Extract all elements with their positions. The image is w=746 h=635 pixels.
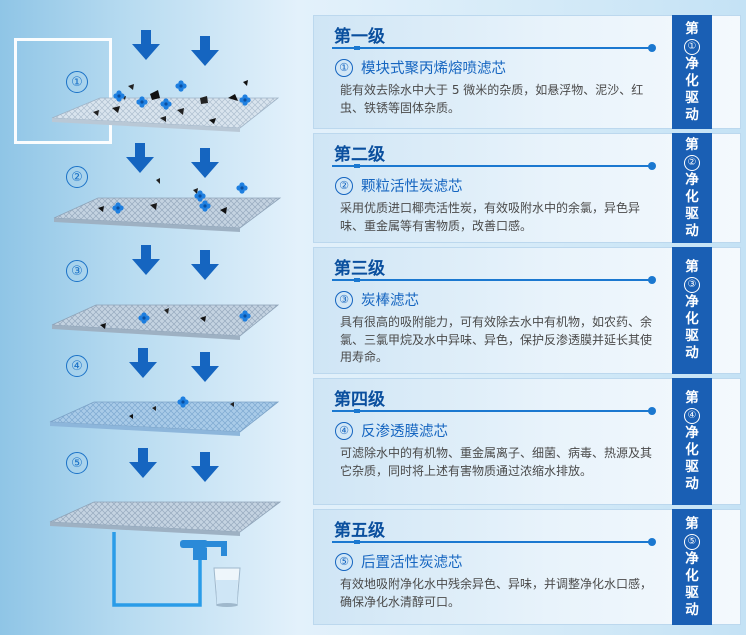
stage-subtitle: ④ 反渗透膜滤芯: [335, 420, 448, 441]
downward-arrow-icon: [132, 245, 160, 275]
step-number-4: ④: [66, 355, 88, 377]
stage-number: ⑤: [335, 552, 353, 571]
divider-line: [332, 407, 656, 415]
stage-level: 第五级: [334, 521, 385, 541]
stage-subtitle: ⑤ 后置活性炭滤芯: [335, 551, 463, 572]
stage-number: ④: [335, 421, 353, 440]
filter-layers-illustration: [49, 30, 282, 607]
divider-line: [332, 44, 656, 52]
downward-arrow-icon: [191, 352, 219, 382]
stage-badge-5: 第 ⑤ 净 化 驱 动: [672, 509, 712, 625]
water-glass-icon: [213, 567, 241, 607]
divider-line: [332, 162, 656, 170]
stage-badge-3: 第 ③ 净 化 驱 动: [672, 247, 712, 374]
stage-level: 第四级: [334, 390, 385, 410]
stage-subtitle: ① 模块式聚丙烯熔喷滤芯: [335, 57, 506, 78]
faucet-icon: [180, 540, 227, 560]
impurity-particles: [100, 308, 251, 329]
stage-title: 模块式聚丙烯熔喷滤芯: [361, 61, 506, 77]
stage-badge-2: 第 ② 净 化 驱 动: [672, 133, 712, 243]
downward-arrow-icon: [191, 452, 219, 482]
downward-arrow-icon: [191, 250, 219, 280]
stage-title: 后置活性炭滤芯: [361, 555, 463, 571]
stage-number: ②: [335, 176, 353, 195]
stage-title: 炭棒滤芯: [361, 293, 419, 309]
stage-description: 有效地吸附净化水中残余异色、异味，并调整净化水口感，确保净化水清醇可口。: [340, 577, 653, 609]
downward-arrow-icon: [129, 348, 157, 378]
downward-arrow-icon: [191, 148, 219, 178]
divider-line: [332, 276, 656, 284]
stage-number: ③: [335, 290, 353, 309]
downward-arrow-icon: [191, 36, 219, 66]
stage-number: ①: [335, 58, 353, 77]
decorative-frame: [14, 38, 112, 144]
stage-description: 能有效去除水中大于 5 微米的杂质，如悬浮物、泥沙、红虫、铁锈等固体杂质。: [340, 83, 644, 115]
step-number-2: ②: [66, 166, 88, 188]
step-number-5: ⑤: [66, 452, 88, 474]
stage-title: 颗粒活性炭滤芯: [361, 179, 463, 195]
step-number-3: ③: [66, 260, 88, 282]
water-pipe: [112, 532, 202, 607]
stage-subtitle: ③ 炭棒滤芯: [335, 289, 419, 310]
divider-line: [332, 538, 656, 546]
impurity-particles: [98, 178, 248, 214]
filter-plate-4: [49, 401, 280, 433]
stage-description: 可滤除水中的有机物、重金属离子、细菌、病毒、热源及其它杂质，同时将上述有害物质通…: [340, 446, 653, 478]
stage-level: 第三级: [334, 259, 385, 279]
downward-arrow-icon: [129, 448, 157, 478]
stage-title: 反渗透膜滤芯: [361, 424, 448, 440]
stage-subtitle: ② 颗粒活性炭滤芯: [335, 175, 463, 196]
downward-arrow-icon: [132, 30, 160, 60]
stage-card-4: 第四级 ④ 反渗透膜滤芯 可滤除水中的有机物、重金属离子、细菌、病毒、热源及其它…: [313, 378, 741, 505]
stage-card-1: 第一级 ① 模块式聚丙烯熔喷滤芯 能有效去除水中大于 5 微米的杂质，如悬浮物、…: [313, 15, 741, 129]
stage-badge-4: 第 ④ 净 化 驱 动: [672, 378, 712, 505]
stage-card-2: 第二级 ② 颗粒活性炭滤芯 采用优质进口椰壳活性炭，有效吸附水中的余氯，异色异味…: [313, 133, 741, 243]
filtration-diagram-panel: ① ② ③ ④ ⑤: [0, 0, 310, 635]
stage-description: 具有很高的吸附能力，可有效除去水中有机物，如农药、余氯、三氯甲烷及水中异味、异色…: [340, 315, 653, 364]
stage-card-5: 第五级 ⑤ 后置活性炭滤芯 有效地吸附净化水中残余异色、异味，并调整净化水口感，…: [313, 509, 741, 625]
step-number-1: ①: [66, 71, 88, 93]
stage-description: 采用优质进口椰壳活性炭，有效吸附水中的余氯，异色异味、重金属等有害物质，改善口感…: [340, 201, 641, 233]
stage-level: 第一级: [334, 27, 385, 47]
stage-badge-1: 第 ① 净 化 驱 动: [672, 15, 712, 129]
stage-card-3: 第三级 ③ 炭棒滤芯 具有很高的吸附能力，可有效除去水中有机物，如农药、余氯、三…: [313, 247, 741, 374]
impurity-particles: [129, 396, 234, 419]
impurity-particles: [93, 80, 251, 124]
stage-level: 第二级: [334, 145, 385, 165]
filter-plate-1: [51, 97, 280, 129]
downward-arrow-icon: [126, 143, 154, 173]
